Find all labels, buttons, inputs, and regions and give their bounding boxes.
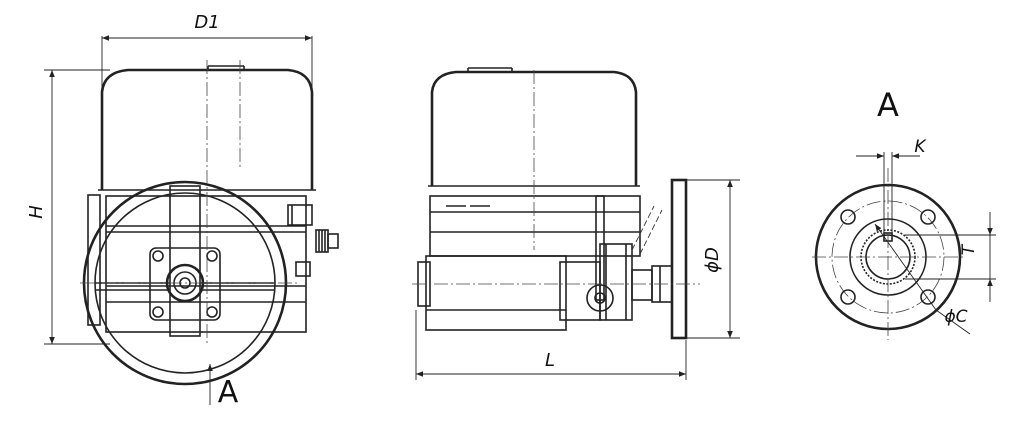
k-label: K <box>914 137 927 157</box>
handwheel-spoke-vertical <box>169 185 201 337</box>
front-gearbox <box>149 247 221 321</box>
bolt-hole-br <box>920 289 936 305</box>
side-dimensions: L ϕD <box>415 179 740 380</box>
front-body <box>105 195 307 333</box>
phi-d-label: ϕD <box>702 247 723 273</box>
bolt-hole-tr <box>920 209 936 225</box>
output-flange <box>670 178 688 340</box>
phi-c-leader <box>874 223 937 311</box>
view-a-arrow-label: A <box>218 375 239 410</box>
h-label: H <box>26 205 47 219</box>
lever <box>595 195 605 301</box>
side-cover <box>430 70 638 186</box>
view-a: A <box>812 86 964 340</box>
side-motor <box>425 255 567 331</box>
lever-pivot <box>586 284 614 312</box>
phi-c-label: ϕC <box>944 307 967 327</box>
bolt-hole-tl <box>840 209 856 225</box>
l-label: L <box>545 350 555 371</box>
side-view <box>412 67 700 340</box>
front-dimensions: D1 H A <box>26 12 313 410</box>
t-label: T <box>959 243 979 255</box>
side-body-upper <box>429 195 641 257</box>
front-boss <box>287 204 313 226</box>
front-view <box>80 60 339 386</box>
d1-label: D1 <box>194 12 219 33</box>
view-a-title: A <box>877 86 899 124</box>
bolt-hole-bl <box>840 289 856 305</box>
view-a-dimensions: K T ϕC <box>856 137 996 335</box>
